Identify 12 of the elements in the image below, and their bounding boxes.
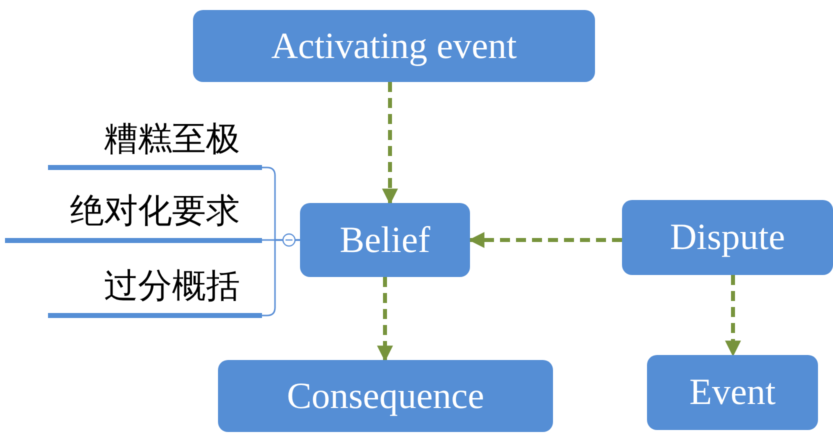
arrow [382,82,398,205]
arrow [377,277,393,362]
process-box: Event [647,355,818,430]
branch-label: 绝对化要求 [5,184,262,243]
arrow [725,275,741,357]
process-box: Activating event [193,10,595,82]
process-box: Dispute [622,200,833,275]
arrow [468,232,622,248]
process-box: Consequence [218,360,553,432]
branch-label: 糟糕至极 [48,112,262,170]
branch-label: 过分概括 [48,258,262,318]
process-box: Belief [300,203,470,277]
